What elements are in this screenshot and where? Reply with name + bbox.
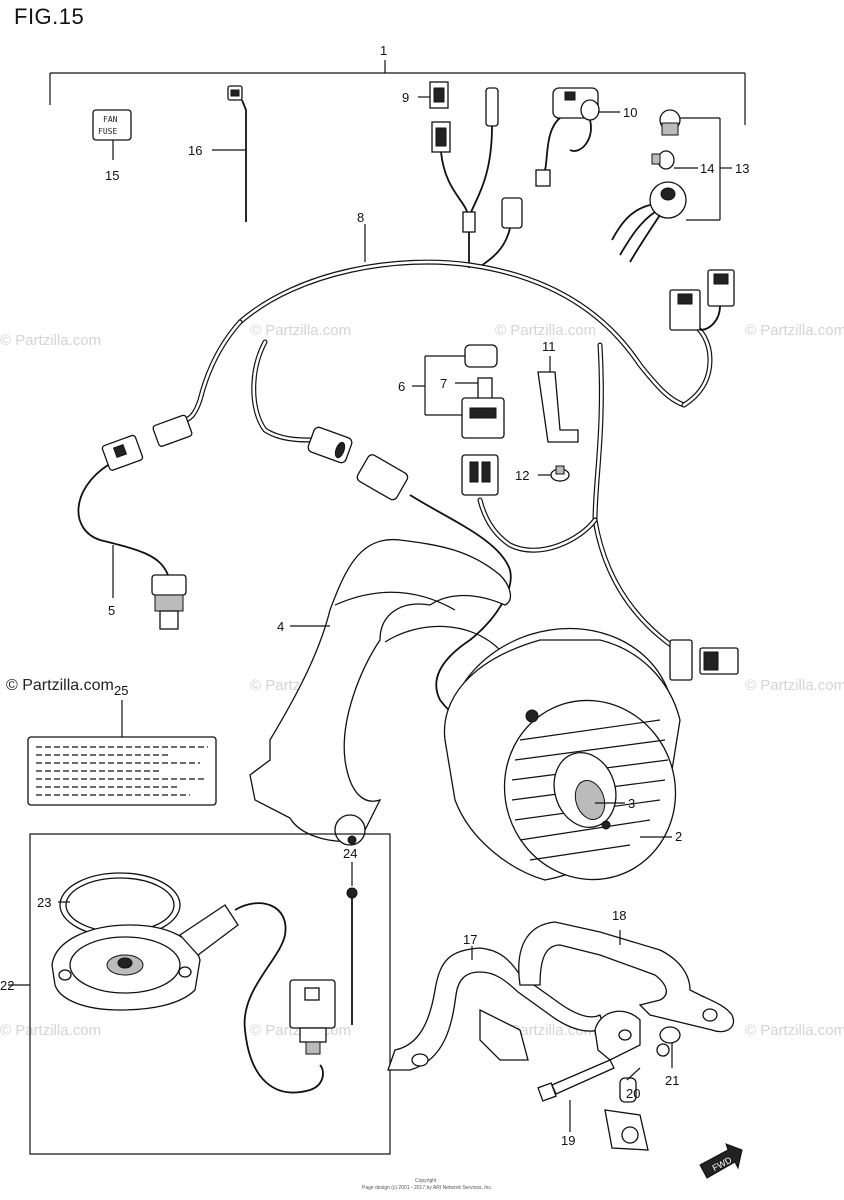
footer-line1: Copyright bbox=[415, 1178, 437, 1184]
part-number: 14 bbox=[700, 161, 714, 176]
watermark: © Partzilla.com bbox=[745, 1022, 844, 1039]
part-number: 13 bbox=[735, 161, 749, 176]
bracket-17 bbox=[387, 946, 605, 1071]
part-number: 18 bbox=[612, 908, 626, 923]
part-number: 9 bbox=[402, 90, 409, 105]
footer-line2: Page design (c) 2001 - 2017 by ARI Netwo… bbox=[362, 1185, 492, 1191]
warning-label-25 bbox=[27, 700, 217, 806]
wiring-harness-8 bbox=[177, 224, 713, 651]
cable-tie-24 bbox=[346, 862, 358, 1025]
part-number: 12 bbox=[515, 468, 529, 483]
switch-10 bbox=[535, 87, 620, 187]
part-number: 4 bbox=[277, 619, 284, 634]
watermark: © Partzilla.com bbox=[495, 322, 596, 339]
part-number: 5 bbox=[108, 603, 115, 618]
part-number: 2 bbox=[675, 829, 682, 844]
part-number: 25 bbox=[114, 683, 128, 698]
part-number: 8 bbox=[357, 210, 364, 225]
part-number: 3 bbox=[628, 796, 635, 811]
watermark: © Partzilla.com bbox=[0, 1022, 101, 1039]
watermark: © Partzilla.com bbox=[745, 677, 844, 694]
fan-cover-4 bbox=[249, 538, 512, 846]
part-number: 11 bbox=[542, 339, 556, 354]
relay-6 bbox=[412, 344, 505, 496]
kit-bracket bbox=[49, 60, 746, 125]
part-number: 17 bbox=[463, 932, 477, 947]
relay-bracket-11 bbox=[537, 356, 579, 443]
speed-sensor-kit-22 bbox=[8, 833, 391, 1155]
lamp-socket-13 bbox=[611, 109, 732, 263]
part-number: 6 bbox=[398, 379, 405, 394]
part-number: 7 bbox=[440, 376, 447, 391]
fuse-holder-9 bbox=[418, 81, 523, 269]
nut-21 bbox=[656, 1026, 681, 1068]
part-number: 23 bbox=[37, 895, 51, 910]
part-number-labels: 1 2 3 4 5 6 7 8 9 10 11 12 13 14 15 16 1… bbox=[0, 43, 749, 1148]
fwd-arrow: FWD bbox=[699, 1143, 743, 1179]
part-number: 15 bbox=[105, 168, 119, 183]
fuse-label-line1: FAN bbox=[103, 115, 118, 124]
bracket-18 bbox=[518, 921, 735, 1061]
thermo-switch-5 bbox=[77, 414, 193, 630]
part-number: 10 bbox=[623, 105, 637, 120]
harness-connectors-right bbox=[669, 269, 739, 681]
fan-fuse-label: FAN FUSE bbox=[92, 109, 132, 160]
watermark-dark: © Partzilla.com bbox=[6, 677, 114, 694]
cable-tie-16 bbox=[212, 85, 247, 222]
part-number: 1 bbox=[380, 43, 387, 58]
part-number: 19 bbox=[561, 1133, 575, 1148]
bolt-19 bbox=[537, 1059, 615, 1132]
part-number: 22 bbox=[0, 978, 14, 993]
part-number: 20 bbox=[626, 1086, 640, 1101]
watermark: © Partzilla.com bbox=[250, 322, 351, 339]
part-number: 16 bbox=[188, 143, 202, 158]
screw-12 bbox=[538, 465, 570, 482]
watermark: © Partzilla.com bbox=[0, 332, 101, 349]
figure-title: FIG.15 bbox=[14, 4, 85, 29]
watermark: © Partzilla.com bbox=[745, 322, 844, 339]
collar-20 bbox=[604, 1067, 649, 1151]
part-number: 21 bbox=[665, 1073, 679, 1088]
fuse-label-line2: FUSE bbox=[98, 127, 117, 136]
cooling-fan-2 bbox=[443, 627, 681, 881]
part-number: 24 bbox=[343, 846, 357, 861]
